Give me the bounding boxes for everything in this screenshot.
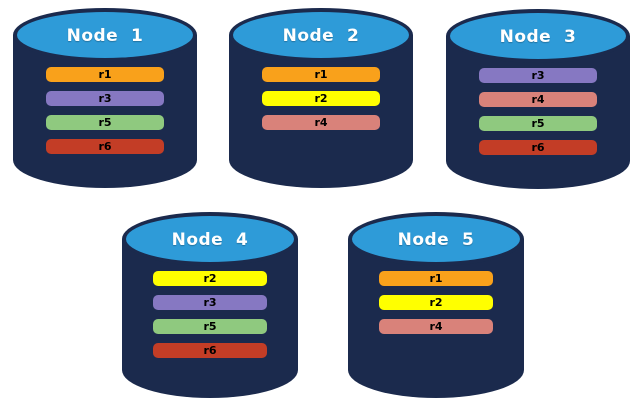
node-label: Node 2 [282,26,360,46]
replica-bar: r1 [46,67,164,82]
replica-list: r2 r3 r5 r6 [122,271,298,358]
cylinder-top: Node 2 [229,8,413,62]
replica-bar: r6 [479,140,597,155]
database-node-2: Node 2 r1 r2 r4 [229,8,413,188]
replica-list: r1 r2 r4 [229,67,413,130]
replica-bar: r5 [479,116,597,131]
replica-bar: r1 [379,271,493,286]
replica-bar: r2 [262,91,380,106]
database-node-4: Node 4 r2 r3 r5 r6 [122,212,298,398]
replica-bar: r6 [46,139,164,154]
database-node-5: Node 5 r1 r2 r4 [348,212,524,398]
replica-bar: r3 [153,295,267,310]
replica-bar: r6 [153,343,267,358]
node-label: Node 4 [171,230,249,250]
replica-bar: r2 [153,271,267,286]
node-label: Node 3 [499,27,577,47]
replica-list: r3 r4 r5 r6 [446,68,630,155]
cylinder-top: Node 5 [348,212,524,266]
node-label: Node 5 [397,230,475,250]
replica-bar: r1 [262,67,380,82]
replica-bar: r3 [46,91,164,106]
replica-bar: r5 [153,319,267,334]
replica-bar: r4 [379,319,493,334]
database-node-1: Node 1 r1 r3 r5 r6 [13,8,197,188]
replica-bar: r4 [479,92,597,107]
node-label: Node 1 [66,26,144,46]
database-node-3: Node 3 r3 r4 r5 r6 [446,9,630,189]
replica-list: r1 r3 r5 r6 [13,67,197,154]
cylinder-top: Node 3 [446,9,630,63]
cylinder-top: Node 1 [13,8,197,62]
replica-bar: r2 [379,295,493,310]
replica-bar: r3 [479,68,597,83]
replica-bar: r5 [46,115,164,130]
replica-bar: r4 [262,115,380,130]
cylinder-top: Node 4 [122,212,298,266]
replica-list: r1 r2 r4 [348,271,524,334]
